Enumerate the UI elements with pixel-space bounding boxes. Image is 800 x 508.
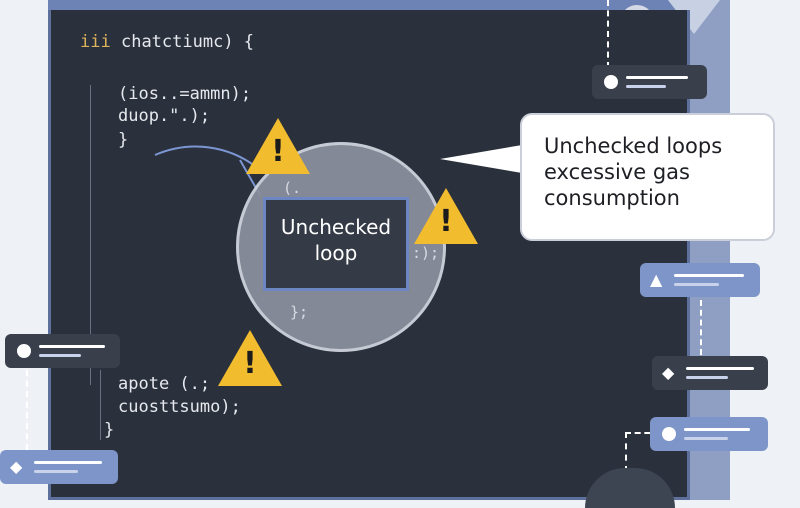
code-line: }; (290, 303, 309, 321)
card-line (674, 283, 719, 286)
warning-triangle-icon[interactable]: ! (218, 330, 282, 386)
finding-card[interactable] (5, 334, 120, 368)
code-text: chatctiumc) { (120, 32, 255, 52)
warning-symbol: ! (271, 134, 285, 169)
code-line: iii chatctiumc) { (80, 32, 254, 52)
connector-dashed (607, 0, 609, 68)
code-line: } (104, 420, 115, 440)
code-line: } (118, 130, 129, 150)
finding-card[interactable]: ▲ (640, 263, 760, 297)
connector-dashed (26, 370, 28, 450)
code-gutter-line (90, 85, 91, 385)
finding-card[interactable] (592, 65, 707, 99)
code-gutter-line (100, 370, 101, 440)
node-dot-icon (604, 75, 618, 89)
code-keyword: iii (80, 32, 111, 52)
card-line (34, 470, 78, 473)
alert-icon: ▲ (650, 270, 663, 289)
card-line (626, 85, 666, 88)
code-line: :); (412, 244, 440, 262)
code-line: duop.".); (118, 106, 211, 126)
ethereum-icon: ◆ (662, 363, 675, 382)
finding-card[interactable]: ◆ (652, 356, 768, 390)
card-line (34, 461, 102, 464)
connector-dashed (700, 300, 702, 355)
node-dot-icon (662, 427, 676, 441)
warning-triangle-icon[interactable]: ! (414, 188, 478, 244)
finding-card[interactable] (650, 417, 768, 451)
highlight-label: Unchecked (280, 215, 392, 239)
highlight-label: loop (314, 241, 358, 265)
card-line (39, 354, 81, 357)
ethereum-icon: ◆ (10, 457, 23, 476)
connector-dashed (625, 432, 627, 472)
code-line: (ios..=ammn); (118, 84, 252, 104)
node-dot-icon (17, 344, 31, 358)
unchecked-loop-highlight[interactable]: Unchecked loop (263, 197, 409, 291)
callout-pointer (440, 145, 522, 173)
callout-line: consumption (544, 186, 680, 210)
card-line (686, 376, 728, 379)
card-line (684, 437, 728, 440)
callout-line: excessive gas (544, 160, 690, 184)
code-line: (. (283, 179, 302, 197)
card-line (684, 428, 750, 431)
finding-card[interactable]: ◆ (0, 450, 118, 484)
warning-symbol: ! (439, 204, 453, 239)
card-line (626, 76, 688, 79)
warning-symbol: ! (243, 346, 257, 381)
card-line (686, 367, 754, 370)
code-line: cuosttsumo); (118, 397, 241, 417)
warning-triangle-icon[interactable]: ! (246, 118, 310, 174)
card-line (674, 274, 744, 277)
connector-dashed (625, 432, 660, 434)
code-line: apote (.; (118, 374, 211, 394)
callout-line: Unchecked loops (544, 134, 723, 158)
card-line (39, 345, 105, 348)
vulnerability-callout: Unchecked loops excessive gas consumptio… (520, 113, 775, 241)
